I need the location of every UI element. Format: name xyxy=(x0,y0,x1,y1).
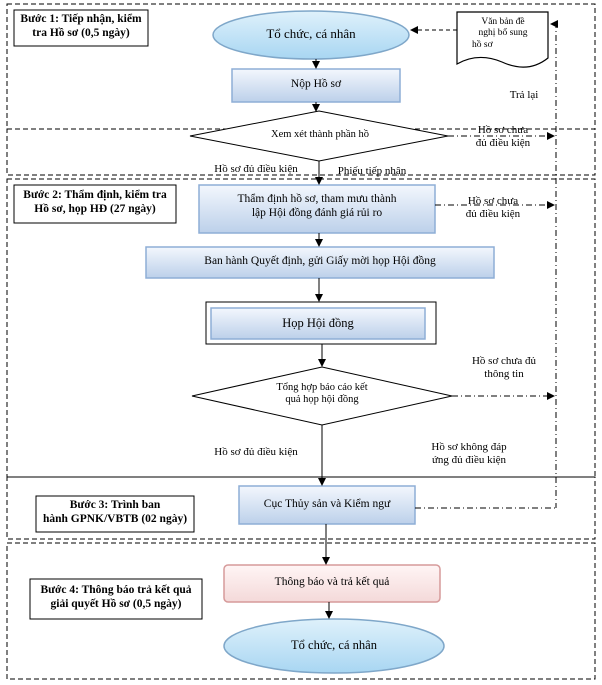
issue-decision-box xyxy=(145,246,495,279)
summary-line2: quả họp hội đồng xyxy=(285,394,359,406)
step3-line2: hành GPNK/VBTB (02 ngày) xyxy=(42,512,188,525)
appraise-line2: lập Hội đồng đánh giá rủi ro xyxy=(251,206,383,219)
department-node-label: Cục Thủy sản và Kiểm ngư xyxy=(263,498,391,510)
department-box xyxy=(238,485,416,525)
notify-box xyxy=(223,564,441,603)
step3-label: Bước 3: Trình ban hành GPNK/VBTB (02 ngà… xyxy=(36,499,194,526)
supplement-doc-shape xyxy=(456,11,549,68)
not-qualified-1-label: Hồ sơ chưa đủ điều kiện xyxy=(458,124,548,150)
submit-node-label: Nộp Hồ sơ xyxy=(290,78,342,90)
supplement-doc-label: Văn bản đề nghị bổ sung hồ sơ xyxy=(460,17,546,51)
not-enough-info-label: Hồ sơ chưa đủ thông tin xyxy=(454,355,554,381)
step2-box xyxy=(13,184,177,224)
not-qualified-1-line2: đủ điều kiện xyxy=(475,136,531,149)
section-step3-frame xyxy=(6,476,596,540)
section-step4-frame xyxy=(6,542,596,680)
meeting-node-label: Họp Hội đồng xyxy=(282,316,354,330)
step4-box xyxy=(29,578,203,620)
not-meeting-line2: ứng đủ điều kiện xyxy=(431,453,507,466)
issue-decision-node-label: Ban hành Quyết định, gửi Giấy mời họp Hộ… xyxy=(204,255,436,267)
step1-line2: tra Hồ sơ (0,5 ngày) xyxy=(32,26,130,39)
supplement-doc-line1: Văn bản đề xyxy=(481,17,525,27)
start-node-label: Tổ chức, cá nhân xyxy=(266,26,356,41)
not-qualified-2-line1: Hồ sơ chưa xyxy=(467,195,519,207)
supplement-doc-line2: nghị bổ sung xyxy=(478,28,528,39)
summary-node-label: Tổng hợp báo cáo kết quả họp hội đồng xyxy=(232,382,412,407)
start-ellipse xyxy=(212,10,410,60)
not-meeting-line1: Hồ sơ không đáp xyxy=(431,441,507,453)
step4-line1: Bước 4: Thông báo trả kết quả xyxy=(40,584,192,596)
step4-line2: giải quyết Hồ sơ (0,5 ngày) xyxy=(50,597,182,610)
qualified-2-label: Hồ sơ đủ điều kiện xyxy=(214,446,298,458)
appraise-line1: Thẩm định hồ sơ, tham mưu thành xyxy=(237,193,397,205)
step1-box xyxy=(13,9,149,47)
end-node-label: Tổ chức, cá nhân xyxy=(291,638,377,652)
section-step1-frame xyxy=(6,3,596,130)
qualified-1-label: Hồ sơ đủ điều kiện xyxy=(214,163,298,175)
returned-label: Trả lại xyxy=(509,89,539,101)
notify-node-label: Thông báo và trả kết quả xyxy=(274,576,390,588)
step3-line1: Bước 3: Trình ban xyxy=(69,499,161,511)
submit-box xyxy=(231,68,401,103)
appraise-node-label: Thẩm định hồ sơ, tham mưu thành lập Hội … xyxy=(199,193,435,220)
supplement-doc-line3: hồ sơ xyxy=(472,39,493,50)
meeting-box xyxy=(210,307,426,340)
check-node-label: Xem xét thành phần hồ xyxy=(271,129,369,140)
not-qualified-2-label: Hồ sơ chưa đủ điều kiện xyxy=(448,195,538,221)
end-ellipse xyxy=(223,618,445,674)
section-step1b-frame xyxy=(6,128,596,176)
step2-line2: Hồ sơ, họp HĐ (27 ngày) xyxy=(34,202,156,215)
not-enough-info-line1: Hồ sơ chưa đủ xyxy=(471,355,537,367)
not-enough-info-line2: thông tin xyxy=(484,367,524,380)
not-qualified-1-line1: Hồ sơ chưa xyxy=(477,124,529,136)
summary-line1: Tổng hợp báo cáo kết xyxy=(276,382,368,393)
step2-line1: Bước 2: Thẩm định, kiểm tra xyxy=(23,189,167,201)
step1-label: Bước 1: Tiếp nhận, kiểm tra Hồ sơ (0,5 n… xyxy=(14,13,148,40)
receipt-label: Phiếu tiếp nhận xyxy=(337,165,407,177)
step1-line1: Bước 1: Tiếp nhận, kiểm xyxy=(20,13,142,25)
not-qualified-2-line2: đủ điều kiện xyxy=(465,207,521,220)
not-meeting-label: Hồ sơ không đáp ứng đủ điều kiện xyxy=(404,441,534,467)
section-step2-frame xyxy=(6,178,596,478)
appraise-box xyxy=(198,184,436,234)
step4-label: Bước 4: Thông báo trả kết quả giải quyết… xyxy=(30,584,202,611)
step2-label: Bước 2: Thẩm định, kiểm tra Hồ sơ, họp H… xyxy=(14,189,176,216)
step3-box xyxy=(35,495,195,533)
